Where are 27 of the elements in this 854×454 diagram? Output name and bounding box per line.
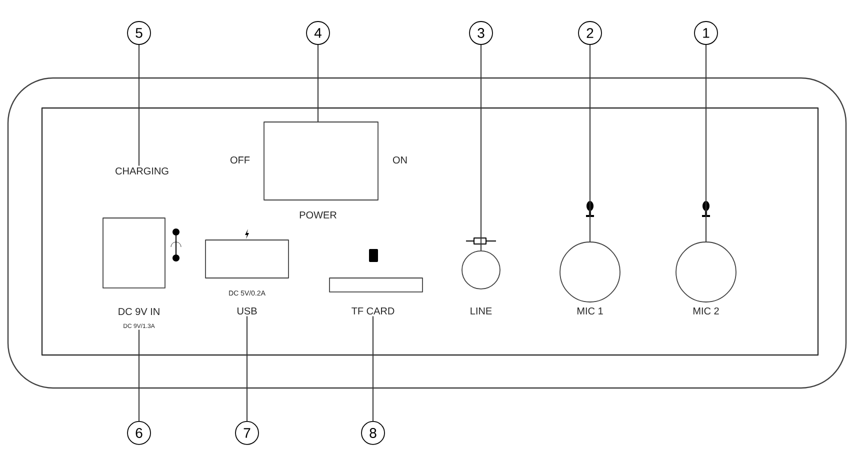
socket-box [102,218,166,288]
leader-line [372,316,374,422]
callout-number: 4 [306,21,330,45]
part-label: TF CARD [352,307,394,315]
part-label: OFF [230,156,250,164]
callout-number: 2 [578,21,602,45]
leader-line [480,44,482,252]
part-label: CHARGING [116,167,168,175]
callout-number: 6 [127,421,151,445]
slot-box [329,278,423,292]
part-label: LINE [470,308,492,314]
leader-line [138,44,140,166]
jack-circle [560,242,620,302]
port-box [205,240,289,278]
part-label: USB [238,307,257,315]
part-label: POWER [300,211,336,219]
callout-number: 5 [127,21,151,45]
leader-line [246,316,248,422]
callout-number: 3 [469,21,493,45]
callout-number: 7 [235,421,259,445]
callout-number: 8 [361,421,385,445]
switch-box [264,122,378,200]
jack-circle [462,250,500,290]
leader-line [138,329,140,422]
jack-circle [676,242,736,302]
part-label: ON [392,156,407,164]
callout-number: 1 [694,21,718,45]
